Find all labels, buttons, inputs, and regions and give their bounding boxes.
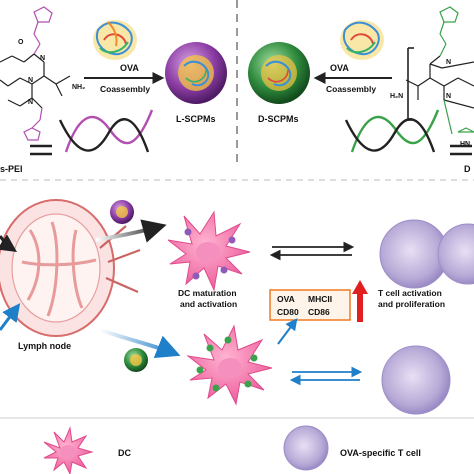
d-h2n-label: H₂N — [390, 93, 403, 100]
d-scpm-label: D-SCPMs — [258, 114, 299, 124]
l-scpm-small-icon — [110, 200, 134, 224]
coassembly-label-right: Coassembly — [326, 84, 376, 94]
lymph-inflow-dark-arrow — [0, 234, 17, 252]
d-helix-icon — [344, 109, 440, 153]
t-cell-upper-icon — [379, 219, 474, 289]
legend-t-cell-label: OVA-specific T cell — [340, 448, 421, 458]
ova-label-right: OVA — [330, 63, 349, 73]
l-n-label-3: N — [28, 99, 33, 106]
dc-to-markers-arrow — [277, 318, 298, 345]
marker-mhcii: MHCII — [308, 294, 332, 304]
d-n-label-1: N — [446, 59, 451, 66]
t-cell-activation-line1: T cell activation — [378, 288, 442, 298]
dc-maturation-line1: DC maturation — [178, 288, 237, 298]
lymph-node-icon — [0, 199, 141, 337]
marker-box: OVA MHCII CD80 CD86 — [269, 289, 351, 321]
d-scpm-small-icon — [124, 348, 148, 372]
ova-protein-left-icon — [93, 20, 137, 60]
t-cell-lower-icon — [381, 345, 451, 415]
l-nh2-label: NH₂ — [72, 84, 85, 91]
legend-dc-label: DC — [118, 448, 131, 458]
dc-upper-icon — [167, 210, 251, 292]
l-n-label-2: N — [28, 77, 33, 84]
d-scpm-particle-icon — [248, 42, 310, 104]
ova-label-left: OVA — [120, 63, 139, 73]
dc-lower-icon — [186, 324, 273, 406]
t-cell-activation-line2: and proliferation — [378, 299, 445, 309]
d-polymer-label: D — [464, 164, 471, 174]
legend-dc-icon — [43, 426, 94, 474]
lower-route-arrow — [99, 328, 181, 359]
ova-protein-right-icon — [340, 20, 384, 60]
marker-cd86: CD86 — [308, 307, 330, 317]
l-scpm-particle-icon — [165, 42, 227, 104]
legend-t-cell-icon — [283, 425, 329, 471]
l-scpm-label: L-SCPMs — [176, 114, 216, 124]
marker-cd80: CD80 — [277, 307, 299, 317]
d-hn-label: HN — [460, 141, 470, 148]
d-pei-structure — [405, 6, 474, 135]
upper-route-arrow — [95, 219, 167, 243]
dc-maturation-line2: and activation — [180, 299, 237, 309]
marker-ova: OVA — [277, 294, 295, 304]
d-n-label-2: N — [446, 93, 451, 100]
coassembly-label-left: Coassembly — [100, 84, 150, 94]
lymph-node-label: Lymph node — [18, 341, 71, 351]
l-n-label-1: N — [40, 55, 45, 62]
l-o-label: O — [18, 39, 24, 46]
lymph-inflow-blue-arrow — [0, 303, 21, 331]
upregulation-arrow-icon — [352, 280, 368, 322]
l-pei-structure — [0, 6, 71, 141]
l-helix-icon — [58, 109, 154, 153]
s-pei-label: s-PEI — [0, 164, 23, 174]
